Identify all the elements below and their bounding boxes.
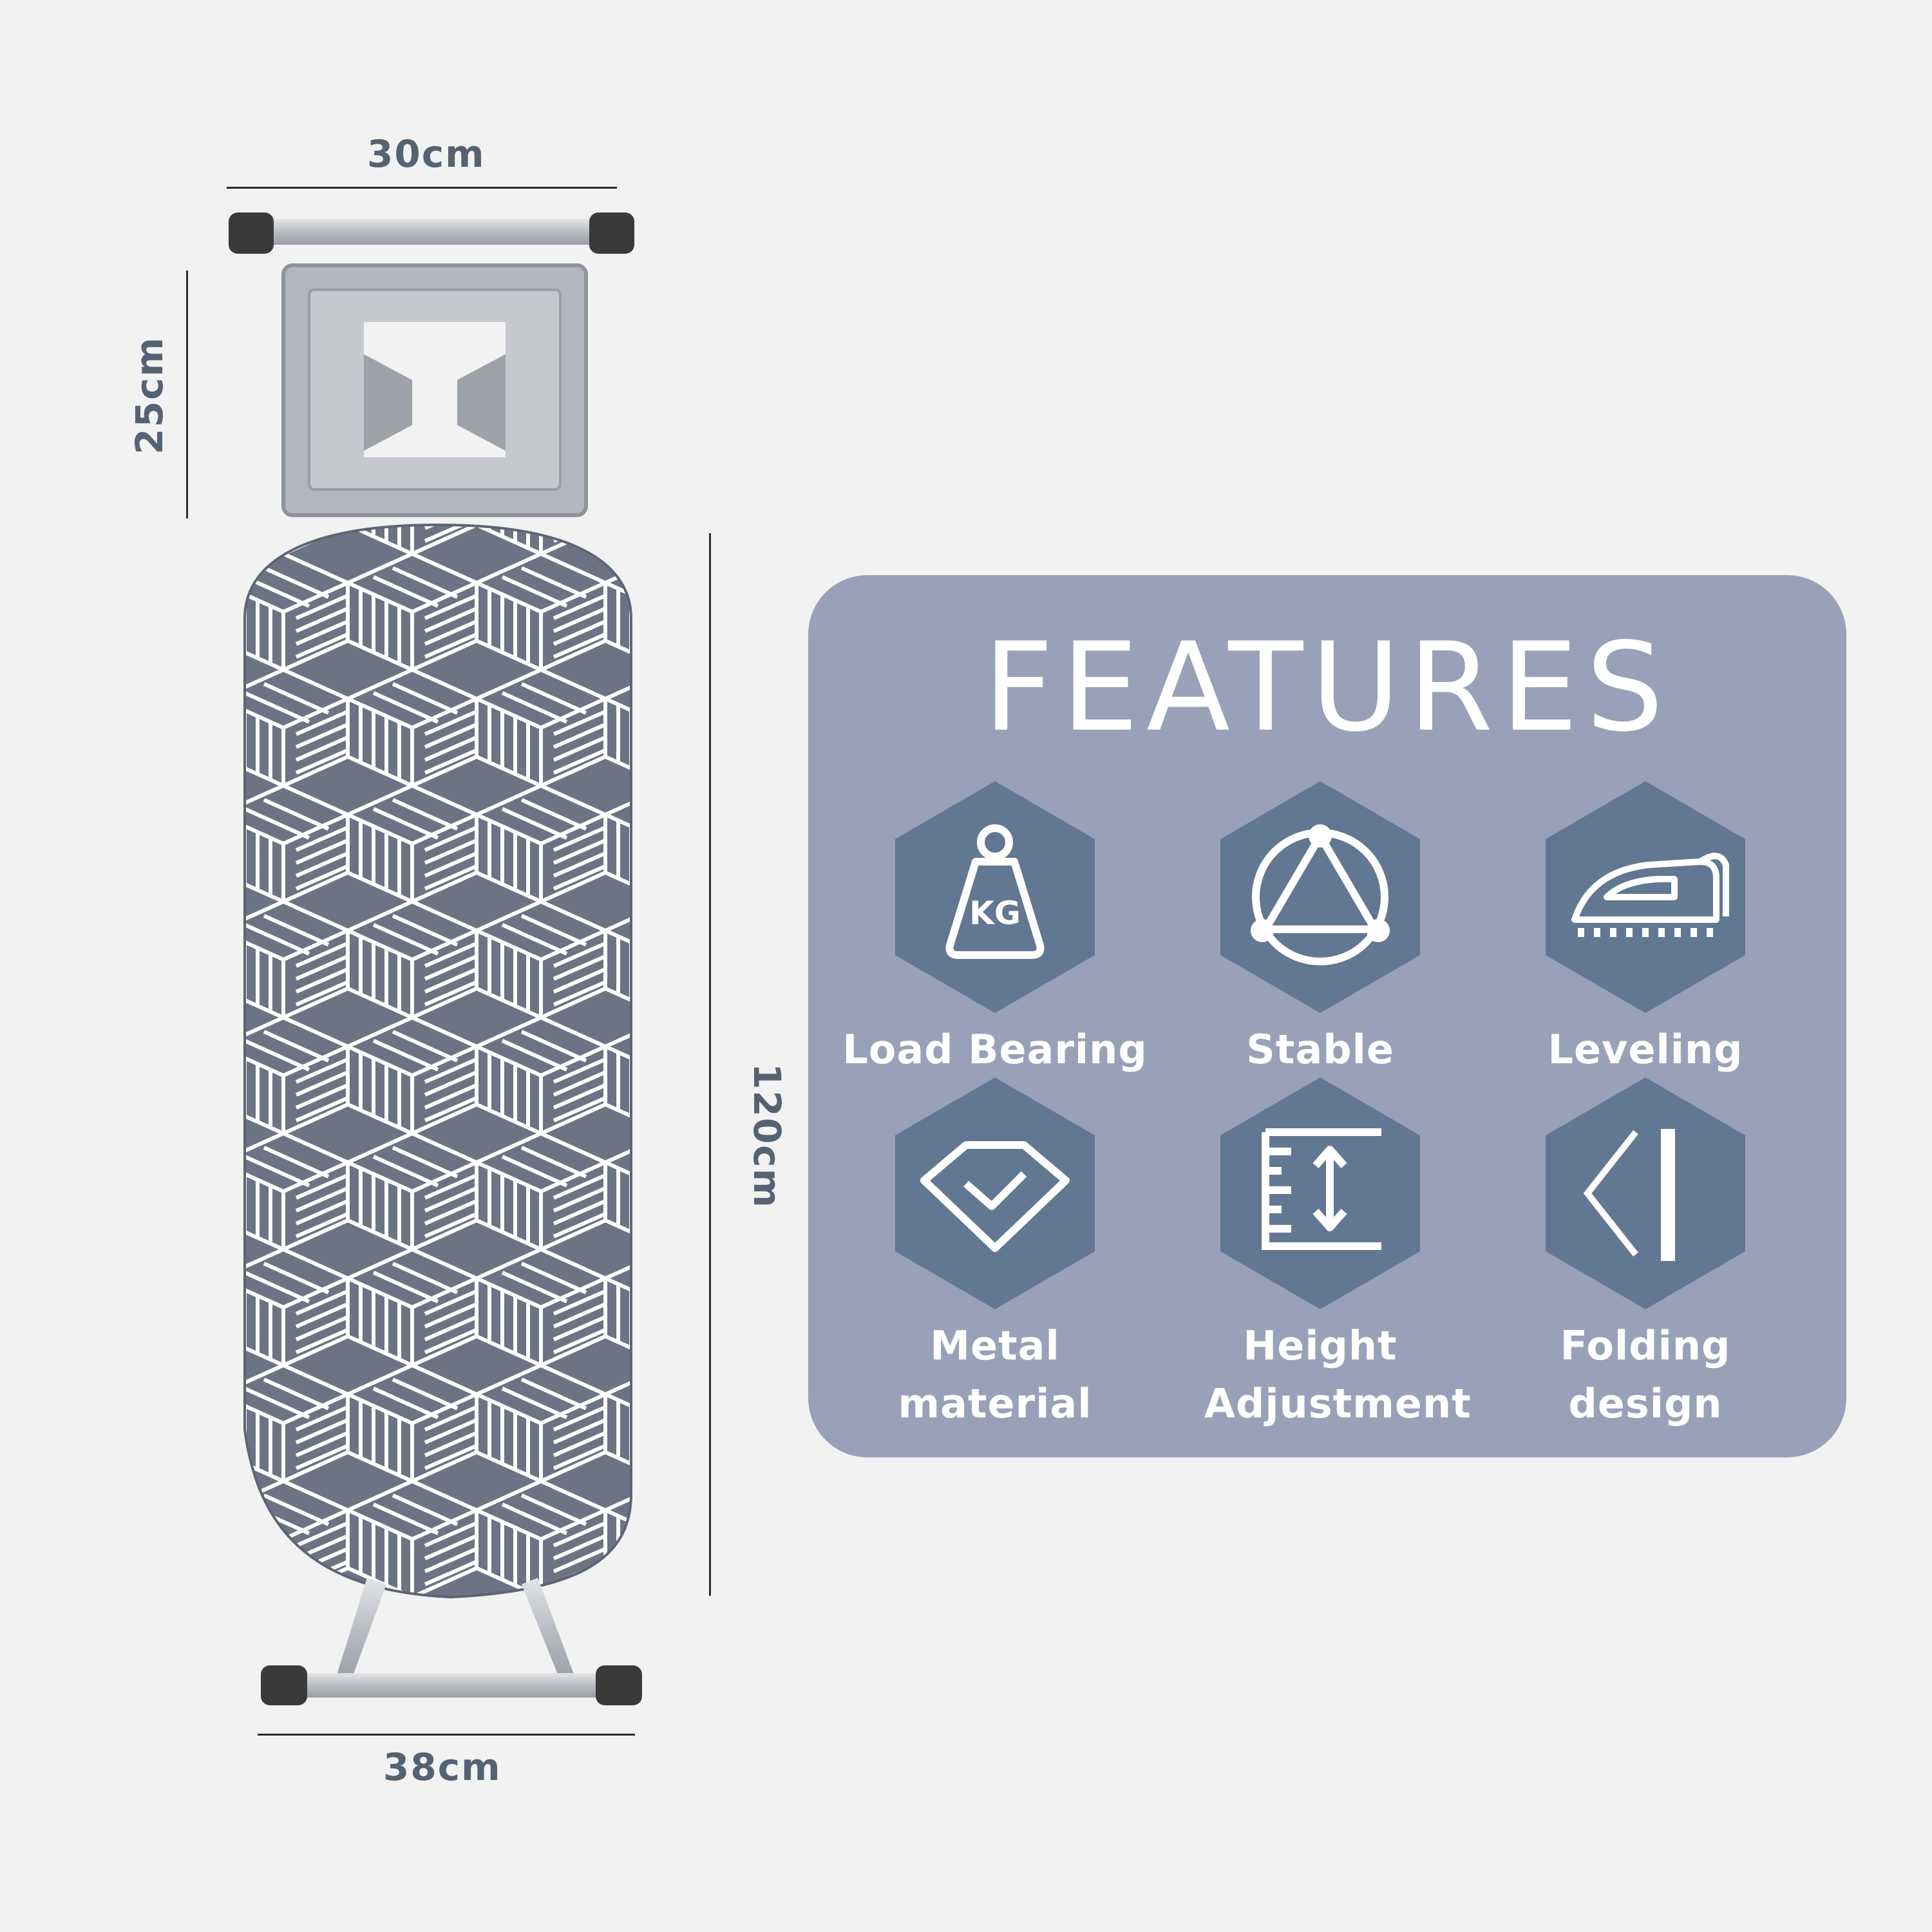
bottom-width-label: 38cm [383,1745,502,1789]
feature-label-load-bearing: Load Bearing [842,1026,1148,1073]
feature-folding-design: Folding design [1478,1077,1813,1433]
top-width-label: 30cm [367,132,486,176]
weight-kg-icon: KG [895,781,1095,1013]
feature-label-leveling: Leveling [1548,1026,1743,1073]
feature-label-stable: Stable [1246,1026,1394,1073]
rest-height-label: 25cm [127,336,171,455]
folding-icon [1546,1077,1745,1309]
features-panel: FEATURES KG Load Bearing Stable [808,575,1846,1457]
features-title: FEATURES [983,616,1672,759]
diamond-check-icon [895,1077,1095,1309]
iron-icon [1546,781,1745,1013]
board-length-line [709,533,711,1596]
rest-height-line [186,270,188,518]
feature-label-folding-design: Folding design [1560,1322,1731,1427]
feature-leveling: Leveling [1478,781,1813,1079]
height-ruler-icon [1220,1077,1420,1309]
feature-label-height-adjustment: Height Adjustment [1204,1322,1472,1427]
ironing-board-image [219,206,657,1726]
feature-metal-material: Metal material [828,1077,1162,1433]
feature-height-adjustment: Height Adjustment [1153,1077,1488,1433]
triangle-circle-icon [1220,781,1420,1013]
feature-label-metal-material: Metal material [898,1322,1092,1427]
bottom-width-line [258,1734,635,1736]
svg-text:KG: KG [969,895,1021,932]
feature-load-bearing: KG Load Bearing [828,781,1162,1079]
feature-stable: Stable [1153,781,1488,1079]
board-length-label: 120cm [744,1063,789,1209]
top-width-line [227,187,617,189]
